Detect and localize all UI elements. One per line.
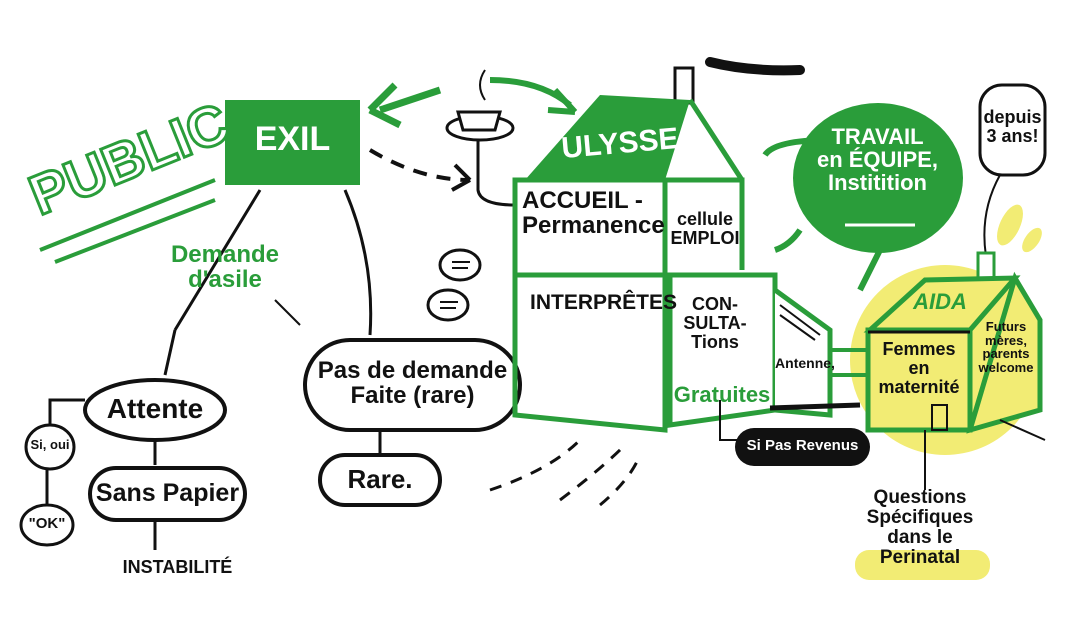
exil-box — [225, 100, 360, 185]
rare-label: Rare. — [347, 464, 413, 494]
text-line: Faite (rare) — [350, 382, 475, 410]
aida-title: AIDA — [913, 289, 967, 314]
text-line: Femmes — [882, 339, 956, 359]
text-line: Demande — [170, 241, 280, 268]
text-line: en ÉQUIPE, — [816, 147, 939, 173]
text-line: Futurs — [985, 319, 1027, 334]
text-line: cellule — [676, 209, 734, 229]
antenne-label: Antenne, — [775, 355, 835, 371]
ulysse-roof — [525, 95, 690, 180]
teamwork-circle — [793, 103, 963, 253]
text-line: depuis — [983, 107, 1042, 127]
text-line: en — [908, 357, 930, 378]
exil-label: EXIL — [254, 120, 331, 158]
text-line: CON- — [692, 294, 738, 314]
perinatal-highlight — [855, 550, 990, 580]
text-line: SULTA- — [683, 312, 747, 333]
interpretes-label: INTERPRÊTES — [530, 291, 678, 314]
text-line: 3 ans! — [986, 125, 1039, 146]
text-line: TRAVAIL — [831, 124, 924, 149]
chat-bubble-icon — [438, 248, 482, 282]
si-pas-revenus-label: Si Pas Revenus — [746, 437, 859, 454]
aida-house — [865, 327, 973, 433]
text-line: maternité — [878, 376, 960, 397]
text-line: Spécifiques — [866, 506, 974, 528]
text-line: Perinatal — [879, 546, 961, 568]
si-pas-revenus-badge — [735, 428, 870, 466]
chat-bubble-icon — [426, 288, 470, 322]
consultations-label: CON-SULTA-Tions — [680, 295, 750, 352]
text-line: dans le — [887, 526, 953, 548]
text-line: Institition — [828, 170, 927, 196]
text-line: Questions — [873, 487, 967, 508]
sans-papier-label: Sans Papier — [95, 479, 240, 507]
gratuites-label: Gratuites — [673, 382, 771, 407]
text-line: ACCUEIL - — [522, 187, 643, 214]
text-line: welcome — [978, 359, 1034, 375]
accueil-permanence-label: ACCUEIL -Permanence — [522, 187, 665, 240]
attente-label: Attente — [106, 393, 204, 424]
text-line: Tions — [691, 331, 739, 352]
text-line: mères, — [985, 332, 1027, 348]
text-line: d'asile — [188, 266, 262, 294]
text-line: parents — [982, 346, 1030, 362]
si-oui-label: Si, oui — [30, 437, 70, 452]
text-line: Pas de demande — [317, 357, 508, 384]
ok-label: "OK" — [28, 515, 66, 532]
instabilite-label: INSTABILITÉ — [122, 557, 233, 577]
text-line: EMPLOI — [670, 227, 740, 248]
arrow-to-exil — [378, 86, 442, 114]
antenne-house — [773, 287, 833, 418]
text-line: Permanence — [522, 212, 665, 240]
